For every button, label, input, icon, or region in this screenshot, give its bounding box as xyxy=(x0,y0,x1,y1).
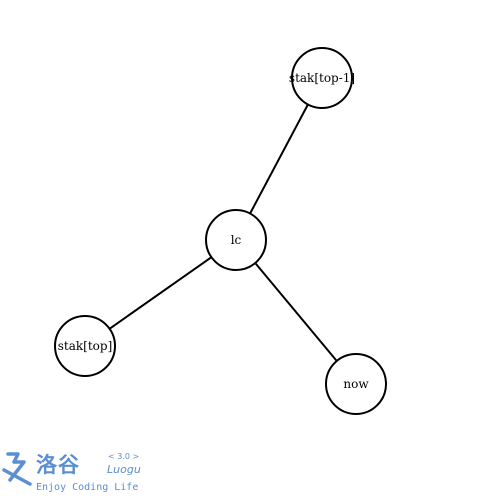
luogu-watermark: 洛谷 < 3.0 > Luogu Enjoy Coding Life xyxy=(0,448,160,496)
edge-lc-top1 xyxy=(249,104,309,214)
node-label: stak[top] xyxy=(58,339,113,353)
tree-node-top: stak[top] xyxy=(54,315,116,377)
node-circle xyxy=(54,315,116,377)
luogu-logo-icon xyxy=(2,452,32,486)
edge-lc-now xyxy=(254,262,338,362)
node-circle xyxy=(205,209,267,271)
node-circle xyxy=(325,353,387,415)
node-label: now xyxy=(343,377,369,391)
node-label: stak[top-1] xyxy=(289,71,355,85)
edge-lc-top xyxy=(108,256,213,330)
watermark-latin-name: Luogu xyxy=(107,463,141,476)
watermark-tagline: Enjoy Coding Life xyxy=(36,482,139,493)
watermark-brand: 洛谷 xyxy=(36,453,80,477)
watermark-version: < 3.0 > xyxy=(108,452,140,461)
nodes-layer: stak[top-1] lc stak[top] now xyxy=(54,47,387,415)
tree-node-top1: stak[top-1] xyxy=(289,47,355,109)
node-circle xyxy=(291,47,353,109)
node-label: lc xyxy=(231,233,242,247)
edges-layer xyxy=(108,104,338,362)
tree-node-lc: lc xyxy=(205,209,267,271)
tree-node-now: now xyxy=(325,353,387,415)
